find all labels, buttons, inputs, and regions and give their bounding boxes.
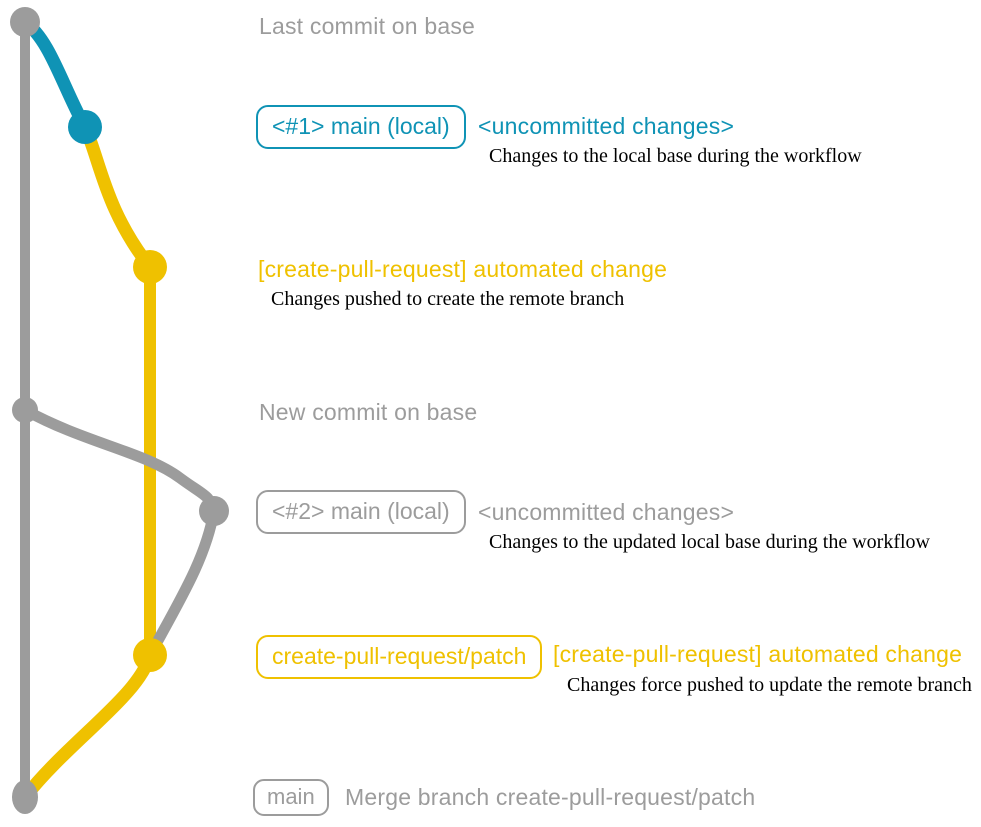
branch-badge-main-local-1: <#1> main (local) — [256, 105, 466, 149]
desc-changes-pushed: Changes pushed to create the remote bran… — [271, 288, 625, 310]
patch-merge-edge — [18, 648, 157, 804]
local-main-2-edge-out — [19, 404, 220, 517]
desc-changes-force-pushed: Changes force pushed to update the remot… — [567, 674, 972, 696]
commit-node-local-main-1 — [68, 110, 102, 144]
label-new-commit-on-base: New commit on base — [259, 399, 478, 425]
commit-node-local-main-2 — [199, 496, 229, 526]
commit-node-last-base — [10, 7, 40, 37]
commit-graph — [10, 7, 229, 814]
commit-node-new-base — [12, 397, 38, 423]
label-automated-change-1: [create-pull-request] automated change — [258, 256, 668, 282]
branch-badge-main-local-2: <#2> main (local) — [256, 490, 466, 534]
commit-node-merge — [12, 780, 38, 814]
commit-node-automated-change-2 — [133, 638, 167, 672]
patch-branch-edge-1 — [78, 120, 157, 274]
desc-updated-local-base-changes: Changes to the updated local base during… — [489, 531, 930, 553]
commit-node-automated-change-1 — [133, 250, 167, 284]
local-main-1-edge — [18, 15, 92, 134]
label-last-commit-on-base: Last commit on base — [259, 13, 476, 39]
branch-badge-patch: create-pull-request/patch — [256, 635, 543, 679]
label-uncommitted-changes-1: <uncommitted changes> — [478, 113, 735, 139]
desc-local-base-changes: Changes to the local base during the wor… — [489, 145, 862, 167]
label-merge-branch: Merge branch create-pull-request/patch — [345, 784, 756, 810]
label-automated-change-2: [create-pull-request] automated change — [553, 641, 963, 667]
branch-badge-main: main — [253, 779, 329, 816]
local-main-2-edge-in — [144, 505, 220, 661]
label-uncommitted-changes-2: <uncommitted changes> — [478, 499, 735, 525]
